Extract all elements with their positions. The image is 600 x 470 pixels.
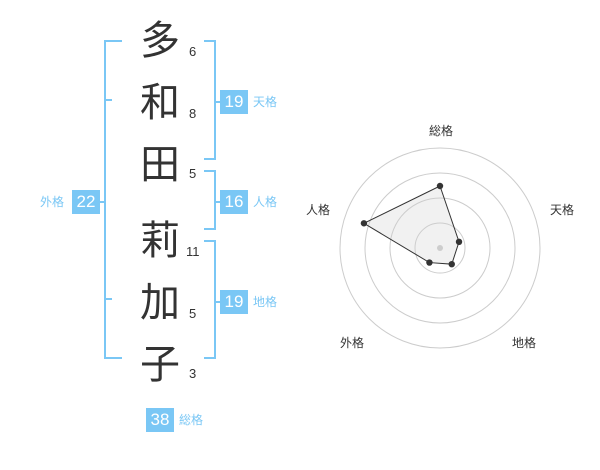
- tenkaku-value: 19: [220, 90, 248, 114]
- stroke-count-1: 6: [189, 44, 197, 59]
- radar-axis-label-chikaku: 地格: [511, 336, 536, 350]
- gaikaku-label: 外格: [40, 195, 65, 209]
- radar-ring: [364, 172, 516, 324]
- radar-point: [426, 259, 433, 266]
- stroke-count-2: 8: [189, 106, 197, 121]
- radar-axis-label-gaikaku: 外格: [339, 336, 364, 350]
- radar-point: [455, 238, 463, 246]
- radar-ring: [339, 147, 541, 349]
- radar-point: [436, 182, 444, 190]
- chikaku-label: 地格: [253, 295, 278, 309]
- radar-axis-label-soukaku: 総格: [428, 124, 453, 138]
- tenkaku-label: 天格: [253, 95, 278, 109]
- name-char-6: 子: [140, 342, 180, 388]
- radar-ring: [414, 222, 466, 274]
- jinkaku-label: 人格: [253, 195, 278, 209]
- chikaku-value: 19: [220, 290, 248, 314]
- soukaku-value: 38: [146, 408, 174, 432]
- name-char-3: 田: [140, 142, 180, 188]
- radar-point: [360, 220, 368, 227]
- soukaku-label: 総格: [179, 413, 204, 427]
- name-char-1: 多: [140, 18, 180, 64]
- radar-data-polygon: [362, 185, 460, 265]
- stroke-count-3: 5: [189, 166, 197, 181]
- name-char-2: 和: [140, 80, 180, 126]
- radar-axis-label-jinkaku: 人格: [305, 203, 330, 217]
- radar-axis-label-tenkaku: 天格: [549, 203, 574, 217]
- stroke-count-5: 5: [189, 306, 197, 321]
- jinkaku-value: 16: [220, 190, 248, 214]
- stroke-count-4: 11: [186, 244, 200, 259]
- name-char-4: 莉: [140, 218, 180, 264]
- radar-ring: [389, 197, 491, 299]
- radar-point: [448, 260, 455, 268]
- name-char-5: 加: [140, 280, 180, 326]
- stroke-count-6: 3: [189, 366, 197, 381]
- radar-center-dot: [437, 245, 443, 251]
- gaikaku-value: 22: [72, 190, 100, 214]
